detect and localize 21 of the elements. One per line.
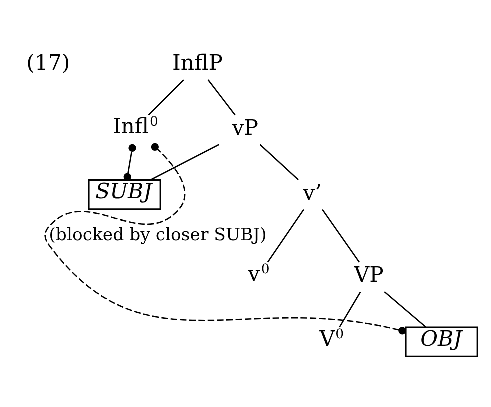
node-text: V$^{0}$ xyxy=(320,326,344,352)
connector xyxy=(260,144,299,181)
node-text: vP xyxy=(232,116,258,141)
node-text: v’ xyxy=(303,180,322,206)
node-text: v$^{0}$ xyxy=(248,262,270,287)
connector xyxy=(267,209,304,263)
node-text: Infl$^{0}$ xyxy=(112,114,158,140)
connector xyxy=(322,209,360,263)
connector xyxy=(208,80,236,116)
connector xyxy=(45,143,406,335)
connector xyxy=(339,292,362,328)
node-box: OBJ xyxy=(405,326,478,358)
connector xyxy=(124,144,136,181)
connector xyxy=(150,144,220,181)
edge-label: (blocked by closer SUBJ) xyxy=(49,226,267,246)
label: (17) xyxy=(26,50,70,76)
connector xyxy=(148,80,184,116)
node-text: VP xyxy=(354,263,384,288)
connector xyxy=(384,291,426,328)
node-text: InflP xyxy=(172,50,224,76)
node-box: SUBJ xyxy=(88,180,162,210)
